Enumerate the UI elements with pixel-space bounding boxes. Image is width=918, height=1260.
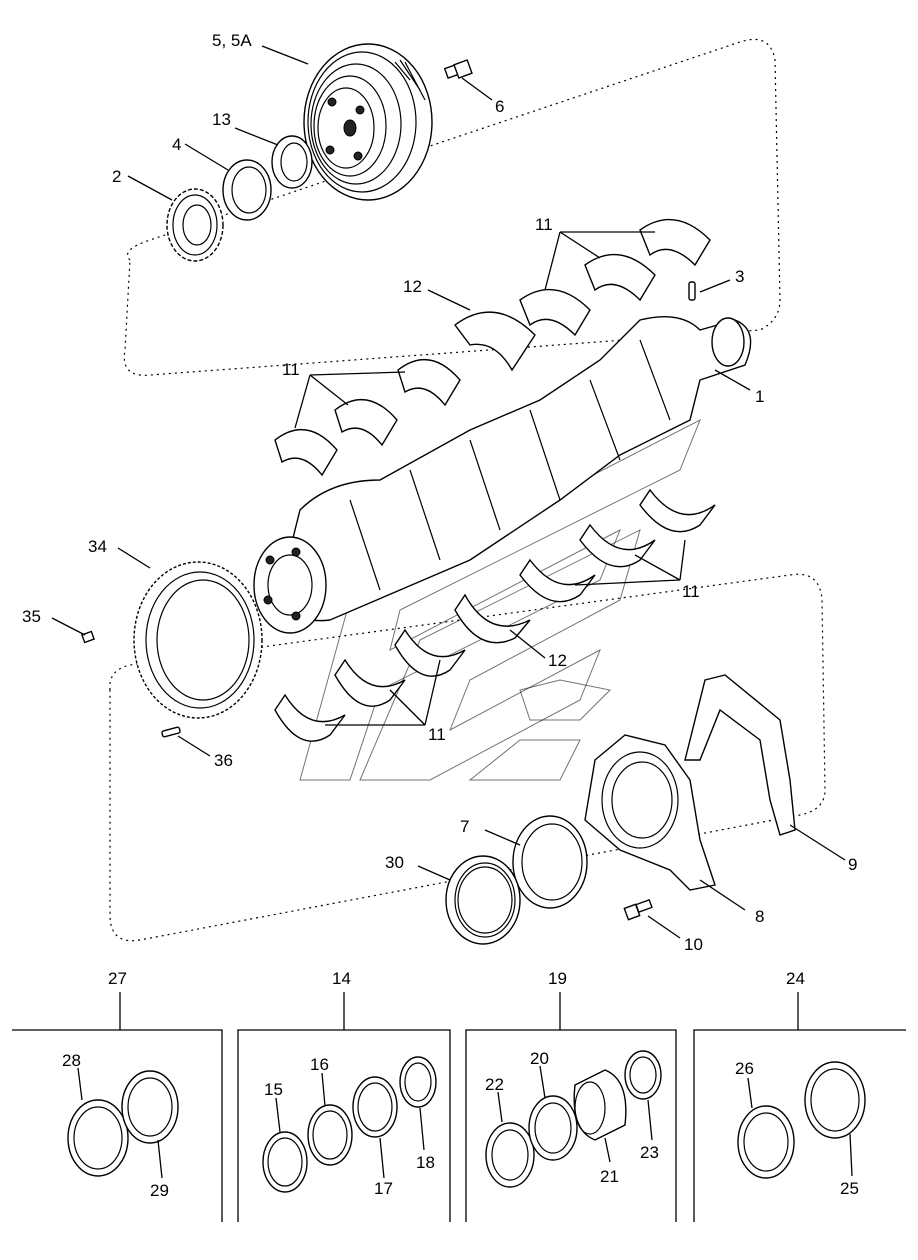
part-28-label: 28 — [62, 1051, 81, 1070]
callout-34: 34 — [88, 537, 107, 556]
kit-box-27: 27 28 29 — [12, 969, 223, 1222]
callouts: 5, 5A 6 13 4 2 11 3 12 11 1 34 11 35 12 … — [22, 31, 857, 954]
pin-36 — [161, 726, 181, 738]
part-20-label: 20 — [530, 1049, 549, 1068]
kit-24-label: 24 — [786, 969, 805, 988]
part-25-label: 25 — [840, 1179, 859, 1198]
crankshaft-1 — [253, 315, 752, 634]
callout-8: 8 — [755, 907, 764, 926]
callout-7: 7 — [460, 817, 469, 836]
part-29-label: 29 — [150, 1181, 169, 1200]
callout-4: 4 — [172, 135, 181, 154]
rear-seal-7 — [512, 815, 588, 909]
callout-11-top: 11 — [535, 215, 553, 234]
part-17-label: 17 — [374, 1179, 393, 1198]
part-15-label: 15 — [264, 1080, 283, 1099]
callout-11-bottom: 11 — [428, 725, 446, 744]
dowel-pin-3 — [688, 281, 696, 301]
part-18-label: 18 — [416, 1153, 435, 1172]
callout-35: 35 — [22, 607, 41, 626]
crank-gear-2 — [166, 188, 224, 262]
bolt-10 — [623, 898, 653, 921]
lower-left-bearing-shells — [274, 628, 466, 742]
callout-10: 10 — [684, 935, 703, 954]
gasket-9 — [684, 674, 796, 836]
callout-1: 1 — [755, 387, 764, 406]
ring-4 — [222, 159, 272, 221]
upper-bearing-shells — [454, 218, 711, 372]
kit-box-24: 24 26 25 — [693, 969, 906, 1222]
callout-11-right: 11 — [682, 582, 700, 601]
damper-pulley — [303, 43, 433, 201]
callout-12-top: 12 — [403, 277, 422, 296]
callout-30: 30 — [385, 853, 404, 872]
seal-13 — [271, 135, 313, 189]
kit-27-label: 27 — [108, 969, 127, 988]
callout-3: 3 — [735, 267, 744, 286]
callout-12-bottom: 12 — [548, 651, 567, 670]
callout-9: 9 — [848, 855, 857, 874]
callout-2: 2 — [112, 167, 121, 186]
part-23-label: 23 — [640, 1143, 659, 1162]
kit-box-19: 19 22 20 21 23 — [465, 969, 677, 1222]
callout-5: 5, 5A — [212, 31, 252, 50]
callout-13: 13 — [212, 110, 231, 129]
kit-box-14: 14 15 16 17 18 — [237, 969, 451, 1222]
part-21-label: 21 — [600, 1167, 619, 1186]
bolt-6 — [443, 59, 473, 79]
part-16-label: 16 — [310, 1055, 329, 1074]
kit-19-label: 19 — [548, 969, 567, 988]
part-26-label: 26 — [735, 1059, 754, 1078]
bolt-35 — [81, 630, 95, 644]
seal-housing-8 — [584, 734, 716, 891]
callout-36: 36 — [214, 751, 233, 770]
thrust-bearing-12 — [454, 593, 531, 644]
leader-lines — [51, 45, 846, 939]
part-22-label: 22 — [485, 1075, 504, 1094]
rear-seal-30 — [445, 855, 521, 945]
kit-14-label: 14 — [332, 969, 351, 988]
upper-left-bearing-shells — [274, 358, 461, 477]
upper-group-outline — [123, 38, 781, 376]
callout-6: 6 — [495, 97, 504, 116]
callout-11-left: 11 — [282, 360, 300, 379]
flywheel-ring-34 — [133, 561, 263, 719]
